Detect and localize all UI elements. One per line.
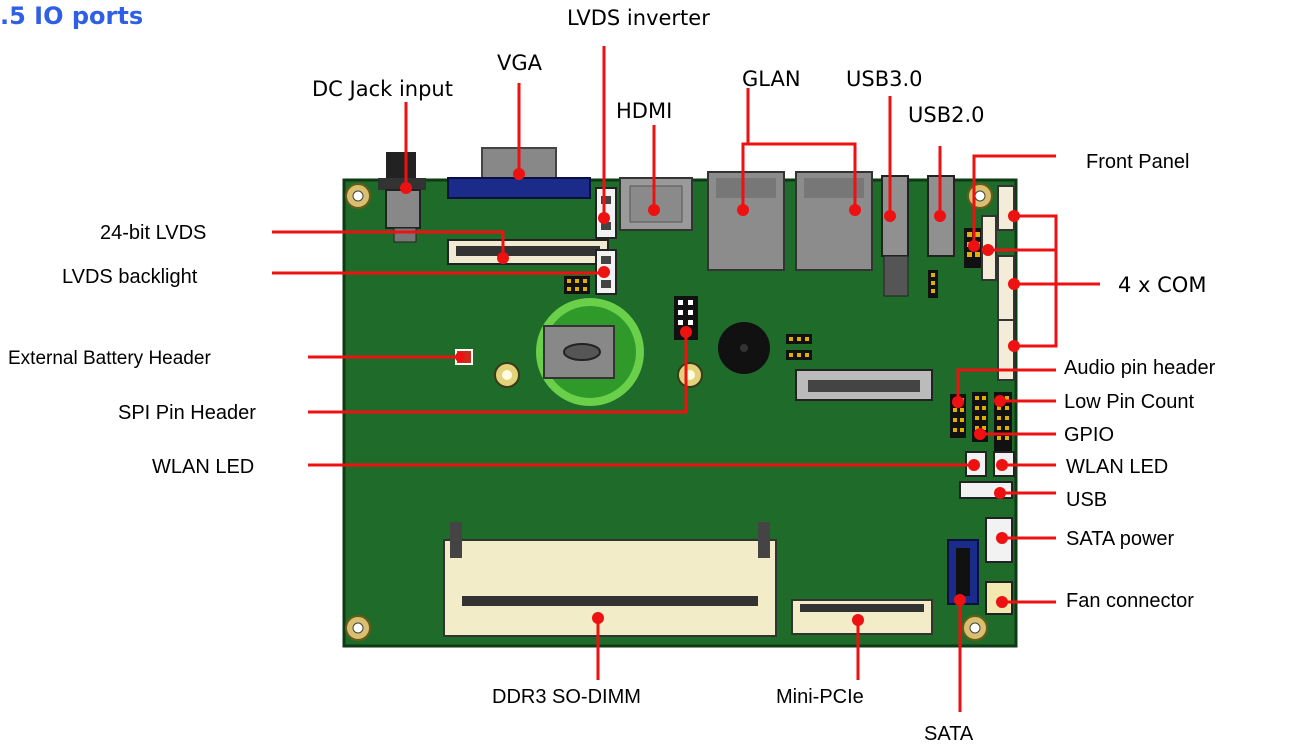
label-wlan-led-left: WLAN LED: [152, 456, 254, 478]
leader-spi: [308, 334, 688, 414]
dot-wlan-led-right: [996, 459, 1008, 471]
dot-usb30: [884, 210, 896, 222]
glan-connector-2: [795, 171, 873, 271]
label-wlan-led-right: WLAN LED: [1066, 456, 1168, 478]
buzzer: [718, 322, 770, 374]
dot-com-4: [1008, 340, 1020, 352]
cmos-battery: [536, 298, 644, 406]
dot-audio: [952, 396, 964, 408]
dot-lpc: [994, 395, 1006, 407]
dot-spi: [680, 326, 692, 338]
gpio-header: [972, 392, 988, 442]
label-sata-power: SATA power: [1066, 528, 1175, 550]
mounting-hole-bottom-right: [962, 615, 988, 641]
mounting-hole-bottom-left: [345, 615, 371, 641]
dot-wlan-led-left: [968, 459, 980, 471]
lvds24-connector: [447, 239, 609, 265]
dot-vga: [513, 168, 525, 180]
label-sata: SATA: [924, 723, 974, 745]
dot-hdmi: [648, 204, 660, 216]
label-lvds-backlight: LVDS backlight: [62, 266, 198, 288]
small-pin-header: [928, 270, 938, 298]
yellow-pin-block: [564, 276, 590, 294]
dc-jack-connector: [378, 152, 426, 243]
sata-connector: [947, 539, 979, 605]
label-com: 4 x COM: [1118, 273, 1206, 297]
mounting-hole-top-right: [967, 183, 993, 209]
small-header-pair: [786, 334, 812, 360]
labels: LVDS inverter VGA DC Jack input HDMI GLA…: [8, 6, 1216, 745]
label-lvds24: 24-bit LVDS: [100, 222, 206, 244]
label-spi: SPI Pin Header: [118, 402, 256, 424]
label-vga: VGA: [497, 51, 543, 75]
mounting-hole-top-left: [345, 183, 371, 209]
dot-lvds-backlight: [598, 266, 610, 278]
msata-slot: [795, 369, 933, 401]
dot-com-3: [1008, 278, 1020, 290]
usb30-connector: [881, 175, 909, 297]
dot-usb20: [934, 210, 946, 222]
label-hdmi: HDMI: [616, 99, 672, 123]
dot-com-1: [1008, 210, 1020, 222]
dot-usb: [994, 487, 1006, 499]
label-usb: USB: [1066, 489, 1107, 511]
label-front-panel: Front Panel: [1086, 151, 1189, 173]
glan-connector-1: [707, 171, 785, 271]
dot-glan-1: [737, 204, 749, 216]
label-lvds-inverter: LVDS inverter: [567, 6, 710, 30]
dot-lvds24: [497, 252, 509, 264]
leader-glan: [741, 142, 857, 208]
dot-front-panel: [968, 240, 980, 252]
fan-connector: [985, 581, 1013, 615]
dot-ddr3: [592, 612, 604, 624]
label-audio: Audio pin header: [1064, 357, 1216, 379]
label-lpc: Low Pin Count: [1064, 391, 1195, 413]
dot-sata-power: [996, 532, 1008, 544]
dot-glan-2: [849, 204, 861, 216]
ddr3-sodimm-slot: [443, 522, 777, 637]
dot-fan: [996, 596, 1008, 608]
label-usb30: USB3.0: [846, 67, 923, 91]
leader-front-panel: [972, 154, 1056, 244]
label-usb20: USB2.0: [908, 103, 985, 127]
label-minipcie: Mini-PCIe: [776, 686, 864, 708]
leader-lvds24: [272, 230, 505, 256]
dot-ext-battery: [455, 352, 465, 362]
com-header-1: [997, 185, 1015, 231]
label-glan: GLAN: [742, 67, 801, 91]
leader-audio: [956, 368, 1056, 400]
label-gpio: GPIO: [1064, 424, 1114, 446]
leader-lines: [272, 46, 1100, 712]
label-ddr3: DDR3 SO-DIMM: [492, 686, 641, 708]
leader-com-bracket: [1014, 214, 1058, 348]
dot-dc-jack: [400, 182, 412, 194]
dot-gpio: [974, 428, 986, 440]
section-title: .5 IO ports: [0, 2, 144, 30]
motherboard: [342, 147, 1018, 648]
label-ext-battery: External Battery Header: [8, 348, 211, 369]
dot-com-2: [982, 244, 994, 256]
hdmi-connector: [619, 177, 693, 231]
dot-sata: [954, 594, 966, 606]
dot-lvds-inverter: [598, 212, 610, 224]
label-dc-jack: DC Jack input: [312, 77, 453, 101]
dot-minipcie: [852, 614, 864, 626]
label-fan: Fan connector: [1066, 590, 1194, 612]
